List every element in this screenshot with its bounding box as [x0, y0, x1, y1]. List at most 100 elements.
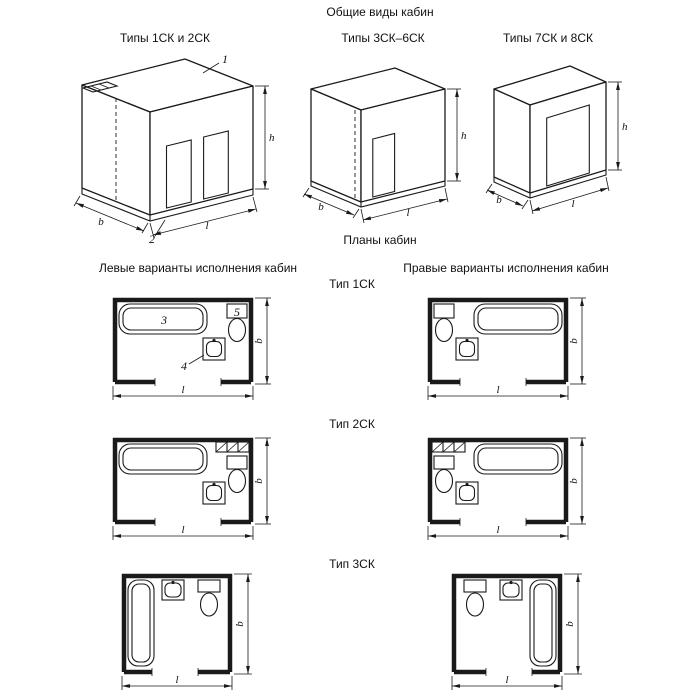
- svg-text:b: b: [318, 201, 324, 213]
- svg-text:b: b: [234, 621, 246, 627]
- callout-1: 1: [202, 52, 228, 74]
- sink: [161, 579, 185, 601]
- svg-text:b: b: [98, 216, 104, 228]
- plan-1sk-left: 3 4 5 l b: [112, 297, 271, 400]
- svg-text:1: 1: [222, 52, 228, 66]
- door-opening: [165, 130, 229, 209]
- iso-view-1sk-2sk: 1 2 h l b: [73, 52, 275, 246]
- dimension-b: b: [73, 195, 149, 234]
- svg-text:b: b: [568, 478, 580, 484]
- dimension-b: b: [568, 437, 586, 525]
- vent-block: [215, 441, 250, 453]
- bathtub: [473, 303, 563, 335]
- cabin-front-face: [529, 81, 607, 194]
- svg-text:b: b: [253, 478, 265, 484]
- cabin-front-face: [360, 88, 446, 203]
- dimension-b: b: [302, 187, 360, 219]
- cabin-walls: [112, 437, 254, 526]
- cabin-walls: [112, 297, 254, 386]
- cabin-walls: [121, 573, 233, 676]
- dimension-h: h: [447, 88, 467, 182]
- dimension-b: b: [564, 573, 582, 675]
- svg-text:l: l: [175, 674, 178, 686]
- cabin-left-face: [493, 88, 531, 194]
- toilet: [463, 579, 487, 617]
- bathtub: [473, 443, 563, 475]
- sink: [455, 481, 479, 505]
- dimension-l: l: [451, 674, 563, 690]
- svg-text:l: l: [181, 524, 184, 536]
- sink: [455, 337, 479, 361]
- dimension-b: b: [568, 297, 586, 385]
- toilet: [433, 303, 455, 343]
- sink: [202, 481, 226, 505]
- svg-text:h: h: [269, 132, 275, 144]
- dimension-l: l: [427, 524, 569, 540]
- iso-label-types-7sk-8sk: Типы 7СК и 8СК: [503, 31, 593, 45]
- sink: [202, 337, 226, 361]
- bathtub: [118, 303, 208, 335]
- type-2sk-label: Тип 2СК: [329, 417, 375, 431]
- svg-text:l: l: [571, 198, 574, 210]
- svg-text:b: b: [253, 338, 265, 344]
- svg-text:h: h: [461, 130, 467, 142]
- door-opening: [546, 104, 590, 187]
- svg-text:4: 4: [181, 359, 187, 373]
- vent-grille: [81, 81, 119, 93]
- sink: [499, 579, 523, 601]
- dimension-l: l: [149, 196, 258, 239]
- cabin-base-pallet: [310, 181, 446, 208]
- cabin-walls: [427, 297, 569, 386]
- bathtub: [127, 579, 155, 667]
- cabin-base-pallet: [493, 170, 607, 199]
- svg-text:b: b: [568, 338, 580, 344]
- dimension-b: b: [485, 183, 529, 210]
- iso-label-types-3sk-6sk: Типы 3СК–6СК: [341, 31, 425, 45]
- svg-text:h: h: [622, 121, 628, 133]
- dimension-h: h: [255, 85, 275, 190]
- svg-text:l: l: [505, 674, 508, 686]
- svg-text:2: 2: [149, 232, 155, 246]
- dimension-b: b: [253, 437, 271, 525]
- door-opening: [372, 132, 396, 198]
- dimension-l: l: [427, 384, 569, 400]
- dimension-l: l: [529, 176, 610, 215]
- svg-text:l: l: [496, 524, 499, 536]
- bathtub: [529, 579, 557, 667]
- plan-2sk-right: l b: [427, 437, 586, 540]
- dimension-l: l: [112, 524, 254, 540]
- svg-text:b: b: [564, 621, 576, 627]
- dimension-h: h: [608, 81, 628, 171]
- dimension-b: b: [234, 573, 252, 675]
- callout-3: 3: [160, 313, 167, 327]
- vent-block: [431, 441, 466, 453]
- type-3sk-label: Тип 3СК: [329, 557, 375, 571]
- callout-2: 2: [149, 219, 166, 246]
- svg-text:l: l: [496, 384, 499, 396]
- plan-2sk-left: l b: [112, 437, 271, 540]
- toilet: [226, 455, 248, 494]
- svg-text:l: l: [181, 384, 184, 396]
- toilet: [197, 579, 221, 617]
- iso-view-3sk-6sk: h l b: [302, 67, 467, 224]
- right-variants-header: Правые варианты исполнения кабин: [403, 261, 609, 275]
- dimension-l: l: [112, 384, 254, 400]
- dimension-b: b: [253, 297, 271, 385]
- plans-title: Планы кабин: [343, 233, 417, 247]
- page-title: Общие виды кабин: [326, 5, 434, 19]
- left-variants-header: Левые варианты исполнения кабин: [98, 261, 298, 275]
- svg-text:b: b: [496, 194, 502, 206]
- cabin-walls: [427, 437, 569, 526]
- cabin-front-face: [149, 85, 254, 216]
- iso-view-7sk-8sk: h l b: [485, 65, 628, 215]
- callout-5: 5: [234, 305, 240, 319]
- plan-3sk-right: l b: [451, 573, 582, 690]
- cabin-walls: [451, 573, 563, 676]
- type-1sk-label: Тип 1СК: [329, 277, 375, 291]
- iso-label-types-1sk-2sk: Типы 1СК и 2СК: [120, 31, 210, 45]
- plan-3sk-left: l b: [121, 573, 252, 690]
- bathtub: [118, 443, 208, 475]
- svg-text:l: l: [406, 207, 409, 219]
- plan-1sk-right: l b: [427, 297, 586, 400]
